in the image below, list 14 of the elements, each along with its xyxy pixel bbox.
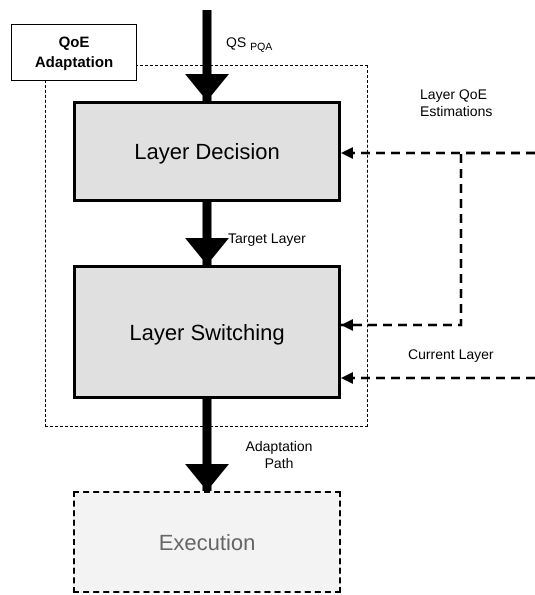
process-box: Layer Decision (73, 101, 341, 202)
arrow (185, 10, 229, 101)
edge-label: Adaptation Path (244, 438, 314, 472)
process-box: Execution (73, 491, 341, 593)
edge-label: QS $_{PQA}$ (226, 34, 274, 51)
group-heading: QoE Adaptation (11, 24, 137, 81)
arrow (341, 372, 535, 384)
arrow (185, 202, 229, 265)
arrow (341, 152, 535, 331)
process-box: Layer Switching (73, 265, 341, 399)
arrow (185, 399, 229, 491)
edge-label: Current Layer (408, 346, 495, 363)
edge-label: Layer QoE Estimations (420, 86, 494, 120)
edge-label: Target Layer (228, 230, 307, 247)
